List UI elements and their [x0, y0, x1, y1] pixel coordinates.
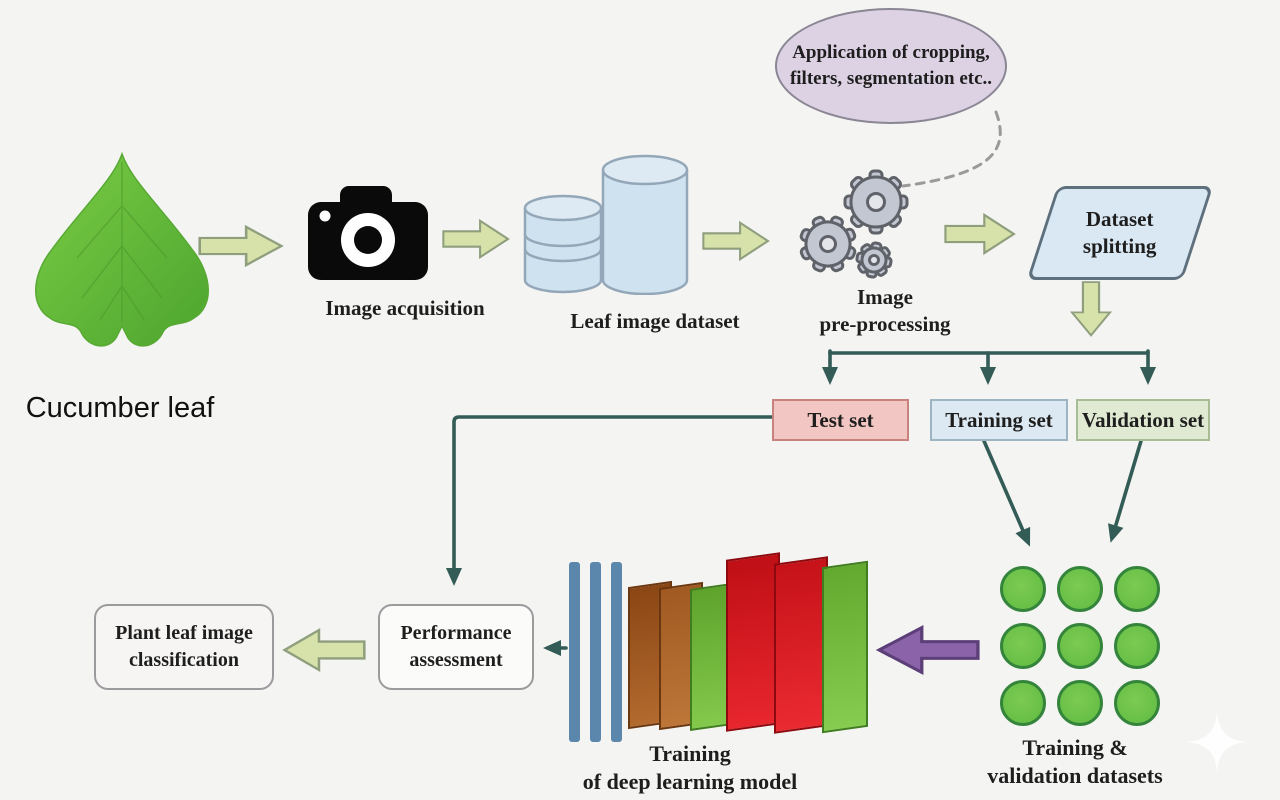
model-caption: Training of deep learning model [582, 741, 798, 795]
datasets-circle-grid [1000, 566, 1160, 726]
model-input-bar [590, 562, 601, 742]
sparkle-icon [1187, 712, 1247, 772]
arrow-performance-to-classification [282, 627, 366, 673]
arrow-leaf-to-camera [198, 224, 284, 268]
training-set-box: Training set [930, 399, 1068, 441]
arrow-preprocessing-to-splitting [944, 212, 1016, 256]
gears-icon [799, 169, 909, 279]
dataset-circle [1000, 623, 1046, 669]
dataset-circle [1057, 680, 1103, 726]
arrow-dataset-to-preprocessing [702, 220, 770, 262]
camera-icon [308, 186, 428, 280]
cucumber-leaf-image [35, 151, 209, 347]
arrow-splitting-down [1069, 281, 1113, 337]
cucumber-leaf-label: Cucumber leaf [25, 392, 215, 424]
dataset-circle [1057, 623, 1103, 669]
image-acquisition-label: Image acquisition [325, 296, 485, 320]
dataset-circle [1114, 566, 1160, 612]
leaf-image-dataset-label: Leaf image dataset [570, 309, 740, 333]
dataset-circle [1114, 623, 1160, 669]
dataset-splitting-label: Dataset splitting [1083, 206, 1157, 258]
arrow-camera-to-dataset [442, 218, 510, 260]
dataset-circle [1057, 566, 1103, 612]
image-preprocessing-label: Image pre-processing [819, 285, 951, 336]
test-set-box: Test set [772, 399, 909, 441]
arrow-datasets-to-model [876, 624, 980, 676]
performance-assessment-box: Performance assessment [378, 604, 534, 690]
dataset-circle [1114, 680, 1160, 726]
model-layer-red [774, 556, 828, 734]
classification-box: Plant leaf image classification [94, 604, 274, 690]
model-layer-red [726, 552, 780, 732]
dataset-circle [1000, 680, 1046, 726]
dataset-circle [1000, 566, 1046, 612]
datasets-grid-caption: Training & validation datasets [987, 735, 1163, 789]
model-input-bar [611, 562, 622, 742]
model-input-bar [569, 562, 580, 742]
validation-set-box: Validation set [1076, 399, 1210, 441]
database-icon [523, 154, 689, 295]
model-layer-green [822, 560, 868, 734]
dataset-splitting-node: Dataset splitting [1026, 186, 1214, 280]
preprocessing-note-ellipse: Application of cropping, filters, segmen… [775, 8, 1007, 124]
